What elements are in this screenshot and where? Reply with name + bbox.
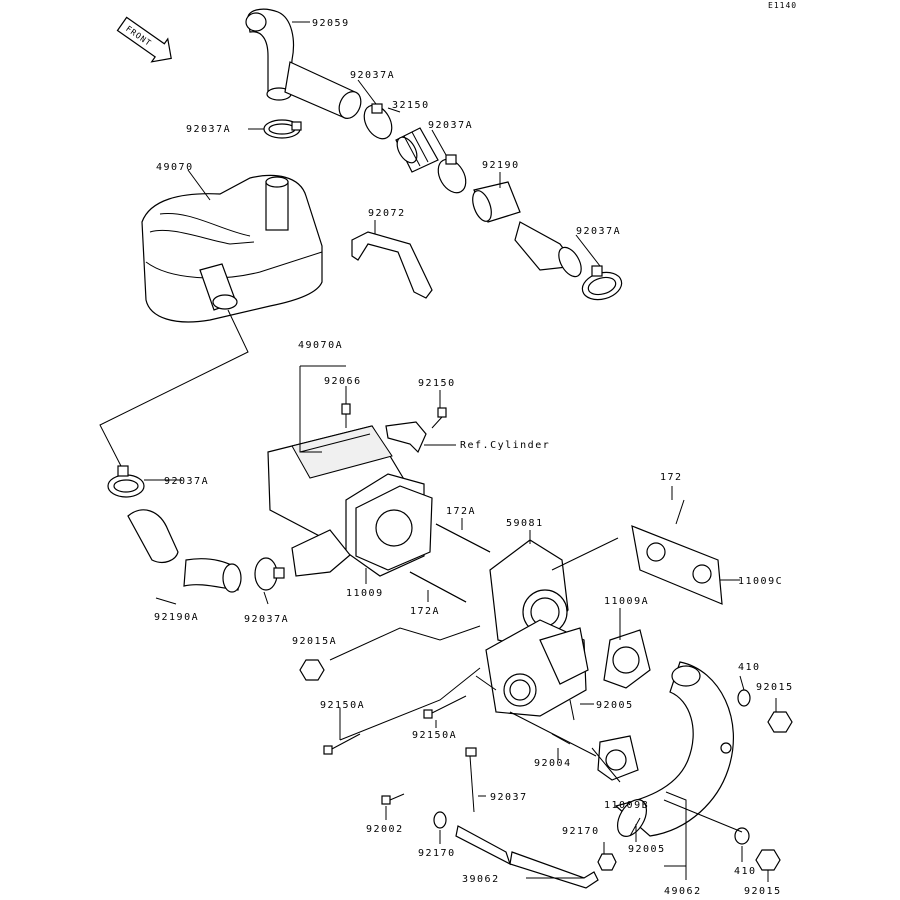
label-11009: 11009 (346, 588, 384, 599)
label-92037A-2: 92037A (186, 124, 231, 135)
front-arrow-icon: FRONT (116, 16, 172, 63)
label-92037A-1: 92037A (350, 70, 395, 81)
label-92037A-6: 92037A (244, 614, 289, 625)
washer-410-a (737, 689, 751, 707)
bracket-92072 (351, 231, 433, 299)
stud-172 (675, 499, 685, 525)
bolt-92066 (341, 403, 351, 428)
label-49070A: 49070A (298, 340, 343, 351)
bolt-92002 (381, 793, 405, 805)
label-92002: 92002 (366, 824, 404, 835)
label-92015-2: 92015 (744, 886, 782, 897)
hose-92190 (472, 181, 582, 278)
label-92004: 92004 (534, 758, 572, 769)
muffler-49070 (141, 174, 323, 323)
label-32150: 32150 (392, 100, 430, 111)
label-92037A-5: 92037A (164, 476, 209, 487)
clamp-92037A-f (254, 557, 285, 591)
clamp-92037A-c (437, 154, 467, 194)
label-92150A-1: 92150A (320, 700, 365, 711)
label-92015-1: 92015 (756, 682, 794, 693)
label-11009B: 11009B (604, 800, 649, 811)
leader-lines-top (187, 21, 601, 267)
label-410-2: 410 (734, 866, 757, 877)
pipe-49062 (614, 661, 734, 837)
hose-92190A (127, 509, 242, 593)
nut-92015-a (767, 711, 793, 733)
label-92170-2: 92170 (562, 826, 600, 837)
label-92015A: 92015A (292, 636, 337, 647)
label-39062: 39062 (462, 874, 500, 885)
label-11009C: 11009C (738, 576, 783, 587)
clamp-92037A-d (581, 265, 623, 301)
label-92170-1: 92170 (418, 848, 456, 859)
label-92037A-3: 92037A (428, 120, 473, 131)
rod-92037 (465, 747, 477, 813)
stud-172A-b (409, 571, 467, 603)
label-92190: 92190 (482, 160, 520, 171)
part-labels: 92059 92037A 32150 92037A 92037A 92190 9… (154, 18, 794, 897)
clip-92170-a (433, 811, 447, 829)
label-92005-2: 92005 (628, 844, 666, 855)
label-92190A: 92190A (154, 612, 199, 623)
label-172A-1: 172A (446, 506, 476, 517)
bracket-ref-cylinder (385, 407, 447, 454)
manifold (485, 619, 589, 717)
label-92066: 92066 (324, 376, 362, 387)
diagram-code: E1140 (768, 1, 797, 10)
nut-92015-b (755, 849, 781, 871)
label-ref-cylinder: Ref.Cylinder (460, 440, 550, 451)
label-92059: 92059 (312, 18, 350, 29)
label-172A-2: 172A (410, 606, 440, 617)
label-59081: 59081 (506, 518, 544, 529)
hose-tube-upper (284, 61, 362, 119)
clamp-92037A-b (363, 103, 393, 140)
gasket-11009A (603, 629, 651, 689)
leader-muffler-clamp (99, 309, 249, 469)
washer-410-b (734, 827, 750, 845)
clamp-92037A-e (107, 465, 145, 498)
stud-92004 (551, 733, 571, 745)
leader-lines (144, 365, 777, 882)
clamp-92037A-a (263, 119, 302, 139)
label-92037: 92037 (490, 792, 528, 803)
label-410-1: 410 (738, 662, 761, 673)
bolt-92150A-long (323, 733, 361, 755)
label-92037A-4: 92037A (576, 226, 621, 237)
label-92150: 92150 (418, 378, 456, 389)
label-92005-1: 92005 (596, 700, 634, 711)
joint-32150 (395, 127, 439, 173)
hose-92059 (245, 8, 295, 101)
nut-92015A (299, 659, 325, 681)
label-49062: 49062 (664, 886, 702, 897)
stud-92005-b (629, 817, 641, 837)
clip-92170-b (597, 853, 617, 871)
gasket-11009C (631, 525, 723, 605)
label-92150A-2: 92150A (412, 730, 457, 741)
label-11009A: 11009A (604, 596, 649, 607)
bolt-92150A-short (423, 695, 467, 719)
gasket-11009B (597, 735, 639, 781)
label-92072: 92072 (368, 208, 406, 219)
label-172: 172 (660, 472, 683, 483)
stud-172A-a (435, 523, 491, 553)
gasket-11009 (355, 485, 433, 571)
stud-92005-a (569, 699, 575, 721)
label-49070: 49070 (156, 162, 194, 173)
